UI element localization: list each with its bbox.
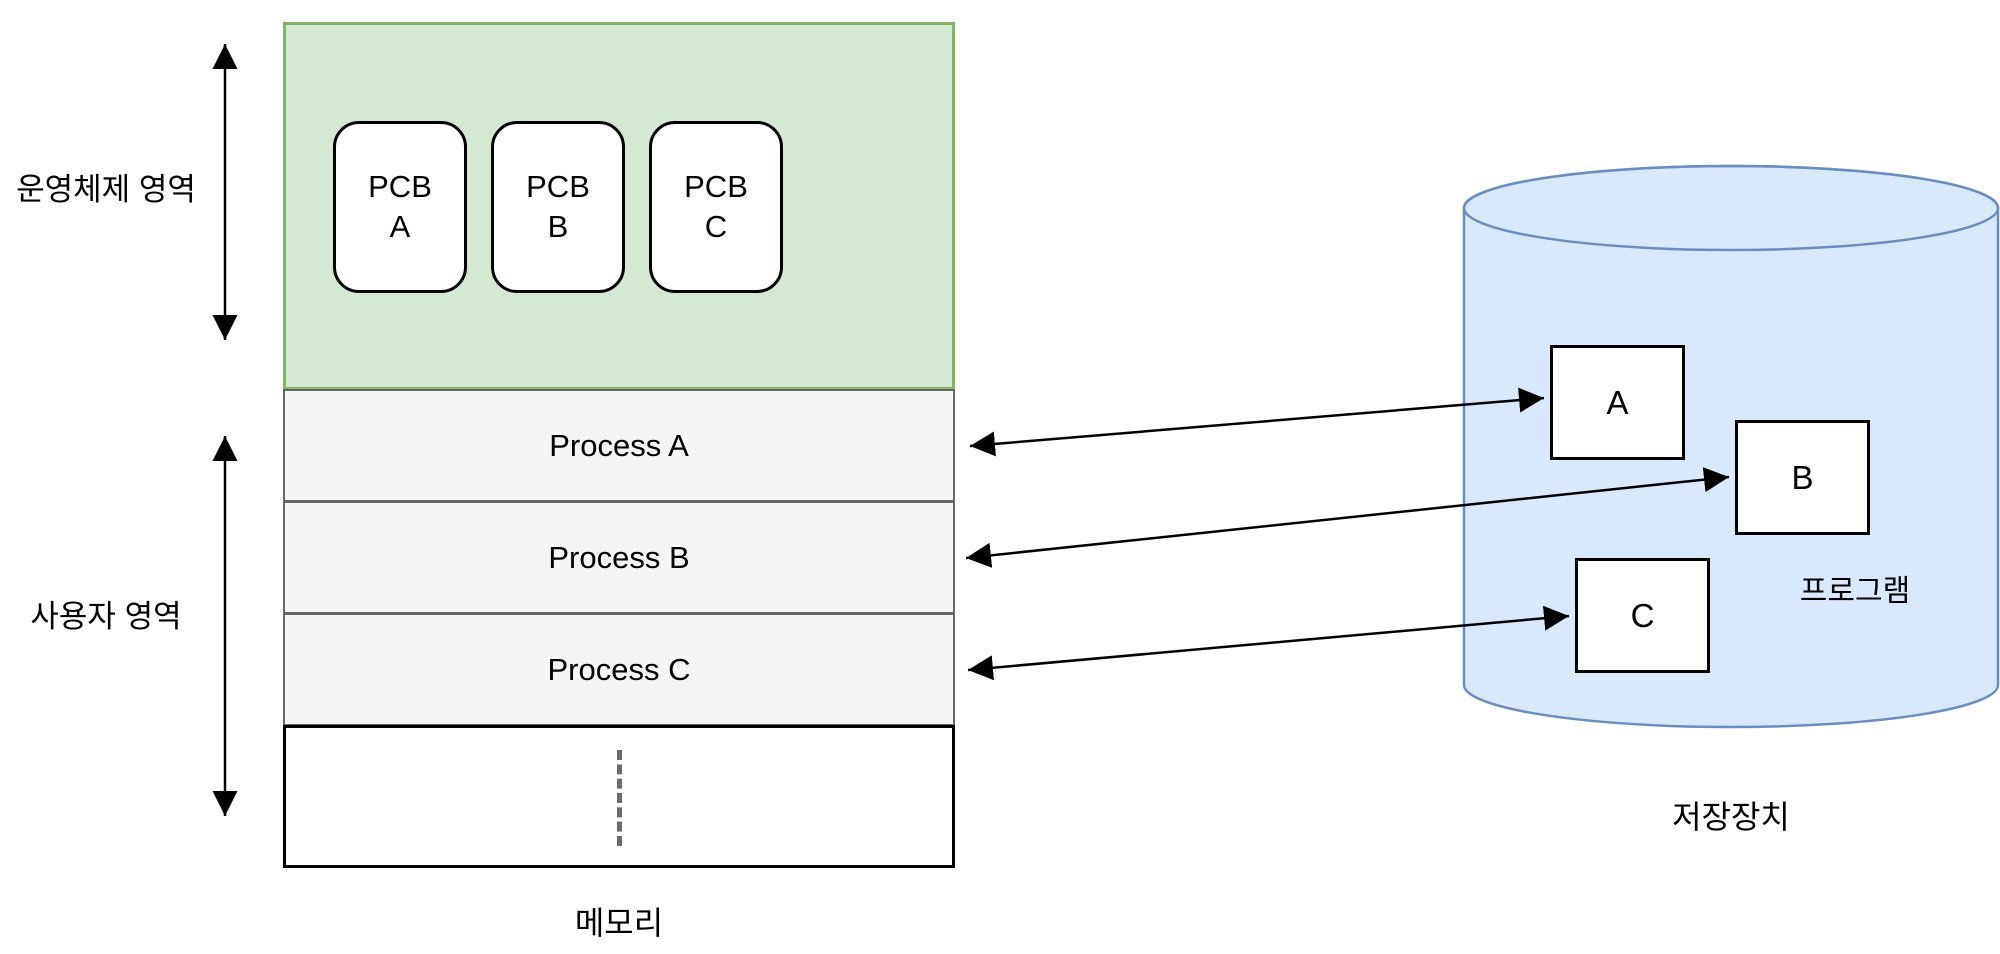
pcb-box-a: PCB A [333, 121, 467, 293]
link-arrow-process-a-program-a [969, 387, 1545, 457]
memory-free-region [283, 725, 955, 868]
pcb-label-line2: C [704, 209, 728, 244]
programs-label: 프로그램 [1799, 575, 1911, 608]
program-box-a: A [1550, 345, 1685, 460]
program-box-b: B [1735, 420, 1870, 535]
pcb-box-b: PCB B [491, 121, 625, 293]
pcb-label-line2: A [389, 209, 411, 244]
storage-cylinder-rim [1462, 164, 2000, 252]
ellipsis-dashed-line [617, 750, 622, 846]
process-row-c: Process C [283, 613, 955, 726]
user-area-label: 사용자 영역 [30, 599, 182, 634]
program-label: B [1791, 458, 1814, 496]
pcb-label-line1: PCB [684, 169, 748, 205]
process-label: Process A [549, 427, 689, 463]
program-label: C [1630, 596, 1655, 634]
pcb-label-line1: PCB [368, 169, 432, 205]
storage-caption: 저장장치 [1672, 799, 1790, 835]
pcb-box-c: PCB C [649, 121, 783, 293]
process-row-a: Process A [283, 389, 955, 502]
program-label: A [1606, 383, 1629, 421]
process-label: Process C [547, 651, 691, 687]
program-box-c: C [1575, 558, 1710, 673]
os-area-label: 운영체제 영역 [16, 172, 196, 207]
storage-cylinder [1462, 164, 2000, 729]
os-area-region: PCB A PCB B PCB C [283, 22, 955, 390]
process-label: Process B [548, 539, 690, 575]
pcb-label-line2: B [547, 209, 569, 244]
memory-caption: 메모리 [574, 905, 664, 941]
process-row-b: Process B [283, 501, 955, 614]
pcb-label-line1: PCB [526, 169, 590, 205]
